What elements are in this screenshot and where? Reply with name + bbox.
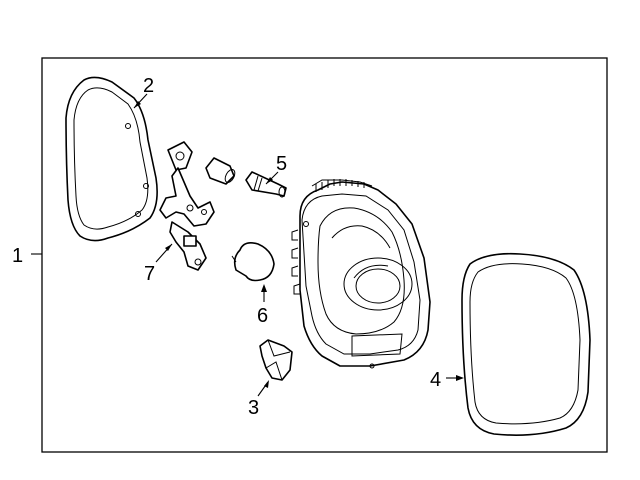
part-6-round-bulb — [231, 242, 275, 282]
bulb-cap — [205, 157, 236, 185]
callout-5: 5 — [276, 153, 287, 175]
part-3-bracket — [259, 339, 293, 381]
callout-7: 7 — [144, 263, 155, 285]
part-4-lens-seal — [461, 252, 591, 436]
leader-arrow-2 — [134, 101, 141, 108]
part-5-wedge-bulb — [245, 171, 287, 198]
part-1-lamp-housing — [291, 179, 431, 369]
part-7-bulb-socket-harness — [159, 141, 215, 271]
callout-1: 1 — [12, 245, 23, 267]
leader-arrow-7 — [165, 244, 172, 251]
leader-arrow-5 — [266, 177, 273, 184]
part-2-gasket — [65, 76, 158, 242]
diagram-frame — [41, 57, 608, 453]
callout-4: 4 — [430, 369, 441, 391]
callout-2: 2 — [143, 75, 154, 97]
callout-3: 3 — [248, 397, 259, 419]
leader-arrow-6 — [261, 284, 267, 292]
leader-arrow-4 — [456, 375, 464, 381]
callout-6: 6 — [257, 305, 268, 327]
leader-arrow-3 — [264, 380, 269, 388]
